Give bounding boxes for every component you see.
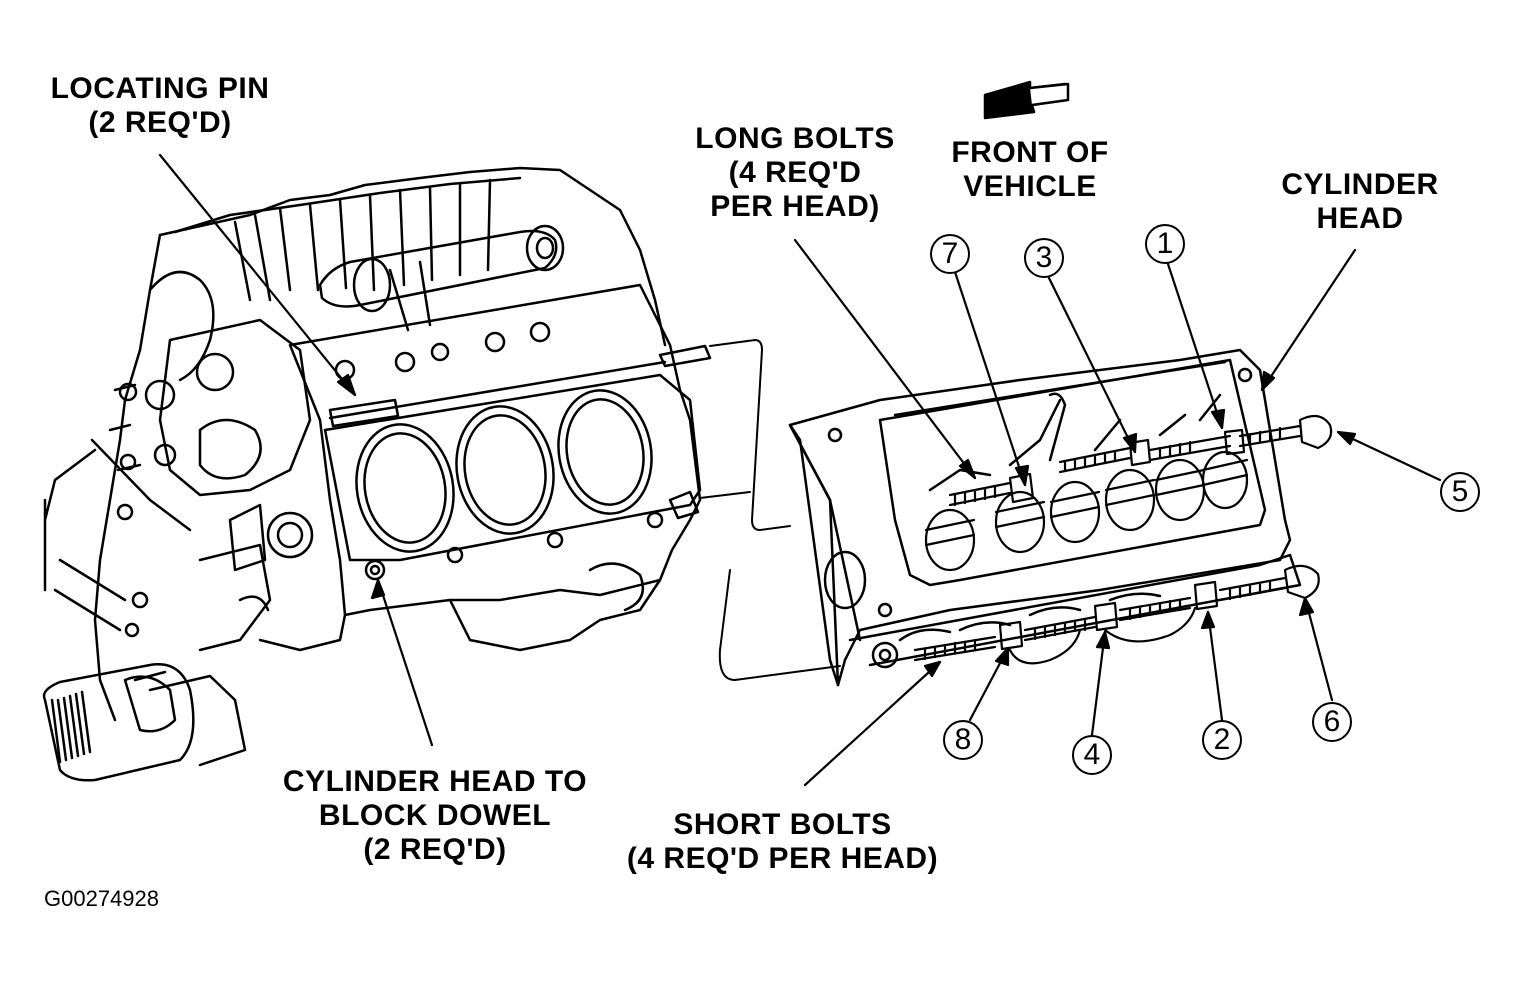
dowel-line-2: BLOCK DOWEL [318,799,552,832]
locating-pin-line-1: LOCATING PIN [50,72,270,105]
bolt-number-1: 1 [1145,224,1185,264]
dowel-line-1: CYLINDER HEAD TO [282,765,588,798]
engine-block-illustration [42,166,712,782]
figure-id: G00274928 [44,886,159,911]
short-bolts-line-2: (4 REQ'D PER HEAD) [626,842,939,875]
bolt-number-3: 3 [1024,238,1064,278]
bolt-number-4: 4 [1072,735,1112,775]
head-to-block-dowel-label: CYLINDER HEAD TO BLOCK DOWEL (2 REQ'D) [255,765,615,867]
front-of-vehicle-line-1: FRONT OF [951,136,1109,169]
bolt-number-8: 8 [943,720,983,760]
long-bolts-line-2: (4 REQ'D [728,156,862,189]
bolt-number-6: 6 [1312,702,1352,742]
cylinder-head-line-2: HEAD [1316,202,1404,235]
leader-lines [158,153,1442,787]
front-of-vehicle-label: FRONT OF VEHICLE [925,136,1135,204]
bolt-number-2: 2 [1202,720,1242,760]
locating-pin-line-2: (2 REQ'D) [88,106,232,139]
front-of-vehicle-line-2: VEHICLE [963,170,1097,203]
front-arrow-icon [983,80,1070,120]
dowel-line-3: (2 REQ'D) [363,833,507,866]
bolt-number-5: 5 [1440,472,1480,512]
long-bolts-line-1: LONG BOLTS [695,122,895,155]
gasket-outline [699,339,841,681]
cylinder-head-line-1: CYLINDER [1281,168,1439,201]
cylinder-head-illustration [788,348,1333,687]
short-bolts-label: SHORT BOLTS (4 REQ'D PER HEAD) [600,808,965,876]
long-bolts-line-3: PER HEAD) [710,190,880,223]
short-bolts-line-1: SHORT BOLTS [673,808,892,841]
locating-pin-label: LOCATING PIN (2 REQ'D) [30,72,290,140]
long-bolts-label: LONG BOLTS (4 REQ'D PER HEAD) [660,122,930,224]
bolt-number-7: 7 [930,234,970,274]
cylinder-head-label: CYLINDER HEAD [1250,168,1470,236]
